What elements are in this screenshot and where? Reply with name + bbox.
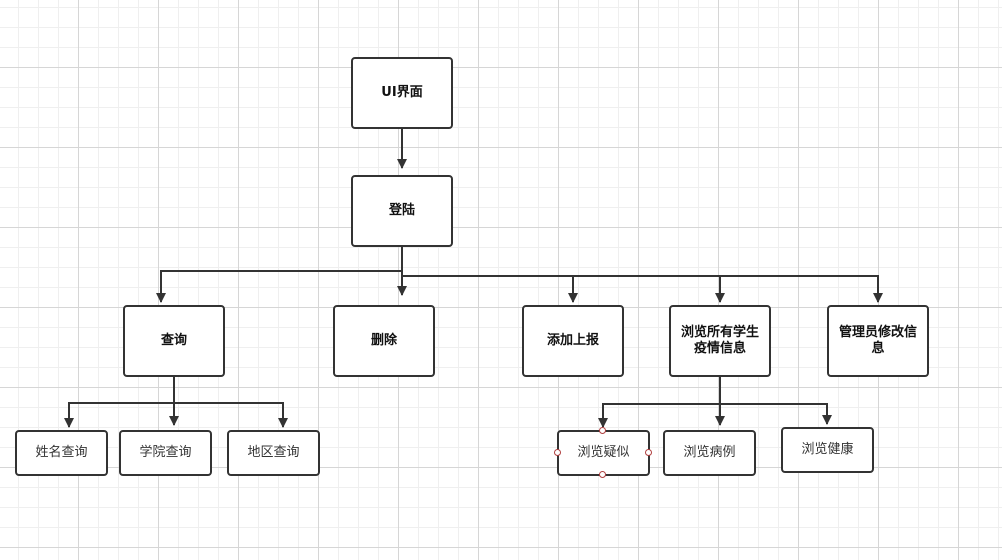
edge-login-to-browse-all[interactable] (401, 246, 725, 303)
node-browse-all[interactable]: 浏览所有学生疫情信息 (669, 305, 771, 377)
selection-handle-bottom[interactable] (599, 471, 606, 478)
node-query[interactable]: 查询 (123, 305, 225, 377)
edge-browse-all-to-healthy[interactable] (719, 376, 832, 425)
node-login[interactable]: 登陆 (351, 175, 453, 247)
node-add-report[interactable]: 添加上报 (522, 305, 624, 377)
node-college-query[interactable]: 学院查询 (119, 430, 212, 476)
node-delete[interactable]: 删除 (333, 305, 435, 377)
edge-login-to-admin-edit[interactable] (401, 246, 883, 303)
edge-login-to-query[interactable] (156, 246, 403, 303)
node-browse-healthy[interactable]: 浏览健康 (781, 427, 874, 473)
node-admin-edit[interactable]: 管理员修改信息 (827, 305, 929, 377)
node-browse-suspected[interactable]: 浏览疑似 (557, 430, 650, 476)
node-ui[interactable]: UI界面 (351, 57, 453, 129)
selection-handle-left[interactable] (554, 449, 561, 456)
selection-handle-right[interactable] (645, 449, 652, 456)
edge-login-to-add-report[interactable] (401, 246, 578, 303)
node-name-query[interactable]: 姓名查询 (15, 430, 108, 476)
edge-query-to-name-query[interactable] (64, 376, 175, 428)
selection-handle-top[interactable] (599, 427, 606, 434)
edge-query-to-region-query[interactable] (173, 376, 288, 428)
node-region-query[interactable]: 地区查询 (227, 430, 320, 476)
edge-browse-all-to-suspected[interactable] (598, 376, 721, 428)
node-browse-cases[interactable]: 浏览病例 (663, 430, 756, 476)
